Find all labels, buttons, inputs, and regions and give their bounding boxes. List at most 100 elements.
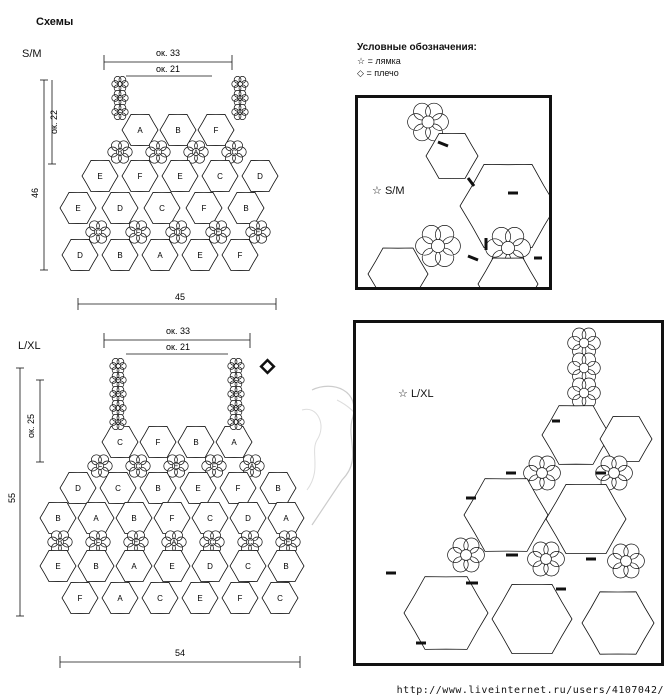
motif-hexagon: A (77, 501, 115, 535)
motif-hexagon: E (181, 238, 219, 272)
motif-hexagon: E (153, 549, 191, 583)
flower-motif: C (237, 530, 263, 554)
motif-hexagon: F (221, 238, 259, 272)
sm-top-width-1: ок. 33 (156, 48, 180, 58)
motif-letter: C (115, 364, 120, 371)
flower-motif: E (245, 220, 271, 244)
detail-panel-lxl: ☆ L/XL (353, 320, 664, 666)
lxl-total-height: 55 (7, 493, 17, 503)
motif-letter: F (138, 172, 143, 181)
motif-hexagon: D (101, 191, 139, 225)
motif-letter: D (117, 82, 122, 89)
join-bar (437, 140, 449, 148)
diamond-outline-icon: ◇ (357, 68, 364, 78)
flower-motif: F (87, 454, 113, 478)
motif-letter: B (275, 484, 280, 493)
star-outline-icon: ☆ (357, 56, 366, 66)
flower-motif: E (111, 90, 129, 106)
detail-motif-large (403, 576, 489, 650)
detail-motif-large (459, 163, 549, 249)
motif-hexagon: F (153, 501, 191, 535)
motif-letter: C (247, 540, 252, 547)
motif-hexagon: B (39, 501, 77, 535)
motif-letter: E (197, 594, 202, 603)
motif-hexagon: D (61, 238, 99, 272)
motif-letter: B (193, 438, 198, 447)
flower-motif (523, 455, 561, 491)
motif-letter: C (277, 594, 283, 603)
motif-letter: D (233, 420, 238, 427)
flower-motif (607, 543, 645, 579)
motif-hexagon: F (197, 113, 235, 147)
flower-motif: D (165, 220, 191, 244)
motif-hexagon: F (139, 425, 177, 459)
legend-title: Условные обозначения: (357, 42, 477, 53)
motif-letter: A (250, 464, 255, 471)
motif-letter: D (117, 204, 123, 213)
flower-motif: F (227, 372, 245, 388)
flower-motif: F (85, 530, 111, 554)
flower-motif: D (111, 76, 129, 92)
motif-letter: D (75, 484, 81, 493)
motif-letter: F (96, 540, 100, 547)
motif-letter: B (117, 251, 122, 260)
motif-hexagon: F (221, 581, 259, 615)
lxl-top-width-1: ок. 33 (166, 326, 190, 336)
motif-hexagon: E (39, 549, 77, 583)
motif-letter: B (58, 540, 63, 547)
motif-letter: E (134, 540, 139, 547)
motif-letter: B (131, 514, 136, 523)
star-outline-icon: ☆ (398, 388, 408, 400)
motif-letter: C (217, 172, 223, 181)
flower-motif: C (109, 358, 127, 374)
motif-letter: A (231, 438, 237, 447)
motif-letter: A (117, 594, 123, 603)
flower-motif: C (125, 454, 151, 478)
flower-motif: A (231, 104, 249, 120)
motif-letter: E (174, 464, 179, 471)
detail-motif (541, 405, 611, 465)
motif-letter: E (286, 540, 291, 547)
motif-hexagon: B (101, 238, 139, 272)
motif-hexagon: D (241, 159, 279, 193)
motif-letter: B (175, 126, 180, 135)
motif-letter: B (93, 562, 98, 571)
flower-motif: F (201, 454, 227, 478)
motif-letter: E (256, 230, 261, 237)
motif-letter: E (55, 562, 60, 571)
motif-hexagon: D (229, 501, 267, 535)
motif-letter: B (155, 484, 160, 493)
motif-letter: B (283, 562, 288, 571)
detail-motif (599, 416, 653, 462)
detail-motif (477, 257, 539, 287)
motif-letter: F (234, 378, 238, 385)
lxl-strap-height: ок. 25 (26, 414, 36, 438)
motif-letter: E (197, 251, 202, 260)
motif-letter: C (95, 230, 100, 237)
detail-drawing-lxl (386, 327, 655, 655)
motif-letter: C (115, 484, 121, 493)
detail-label-text: L/XL (410, 388, 434, 400)
flower-motif (527, 541, 565, 577)
motif-hexagon: F (185, 191, 223, 225)
detail-motif-large (463, 478, 549, 552)
page-title: Схемы (36, 16, 74, 28)
motif-letter: D (207, 562, 213, 571)
motif-hexagon: F (61, 581, 99, 615)
motif-hexagon: C (191, 501, 229, 535)
motif-letter: C (233, 364, 238, 371)
motif-hexagon: C (201, 159, 239, 193)
motif-letter: F (78, 594, 83, 603)
motif-letter: E (195, 484, 200, 493)
flower-motif: C (85, 220, 111, 244)
motif-letter: F (202, 204, 207, 213)
flower-motif: B (227, 400, 245, 416)
motif-letter: E (75, 204, 80, 213)
motif-letter: A (93, 514, 99, 523)
lxl-top-width-2: ок. 21 (166, 342, 190, 352)
motif-letter: C (207, 514, 213, 523)
motif-letter: F (214, 126, 219, 135)
flower-motif (447, 537, 485, 573)
motif-letter: D (257, 172, 263, 181)
